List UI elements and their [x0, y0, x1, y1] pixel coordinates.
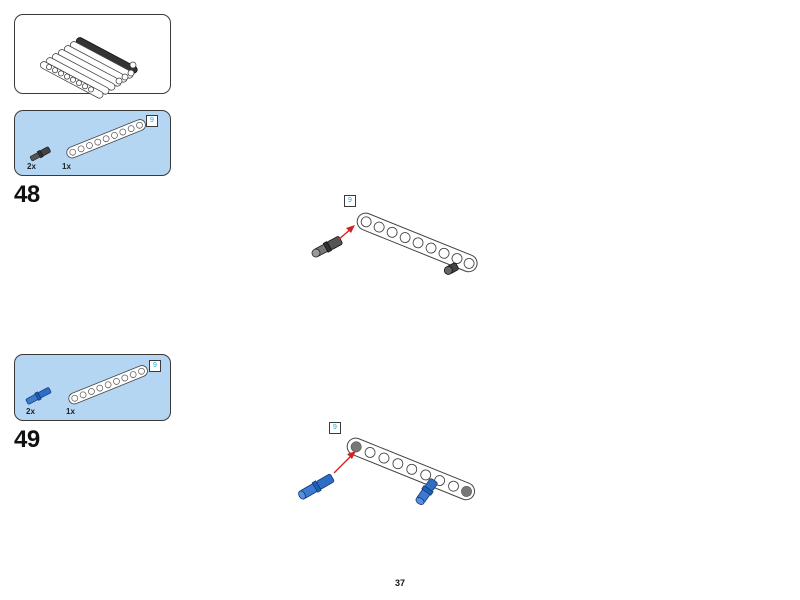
subassembly-preview-box — [14, 14, 171, 99]
black-axle-pin-icon — [443, 262, 459, 275]
blue-pin-icon — [298, 473, 335, 500]
stacked-beams-subassembly-icon — [39, 37, 138, 99]
step-48-parts-list: 2x 1x 9 — [14, 110, 171, 176]
page-number: 37 — [394, 578, 405, 588]
black-axle-pin-icon — [311, 236, 343, 258]
beam-length-callout: 9 — [329, 422, 341, 434]
nine-hole-beam-icon — [68, 365, 148, 405]
part-quantity: 1x — [62, 162, 71, 171]
step-number: 48 — [14, 181, 40, 208]
insert-direction-arrow — [337, 225, 355, 241]
nine-hole-beam-icon — [356, 212, 478, 273]
black-axle-pin-icon — [29, 146, 51, 162]
nine-hole-beam-icon — [346, 437, 476, 501]
part-quantity: 2x — [27, 162, 36, 171]
step-48-assembly: 9 — [300, 190, 500, 290]
beam-length-label: 9 — [146, 115, 158, 127]
beam-length-label: 9 — [149, 360, 161, 372]
nine-hole-beam-icon — [66, 119, 146, 159]
step-49-assembly: 9 — [290, 415, 500, 515]
beam-length-callout: 9 — [344, 195, 356, 207]
part-quantity: 2x — [26, 407, 35, 416]
insert-direction-arrow — [333, 451, 356, 474]
blue-pin-icon — [25, 387, 52, 405]
step-number: 49 — [14, 426, 40, 453]
part-quantity: 1x — [66, 407, 75, 416]
blue-pin-icon — [415, 478, 438, 505]
step-49-parts-list: 2x 1x 9 — [14, 354, 171, 421]
